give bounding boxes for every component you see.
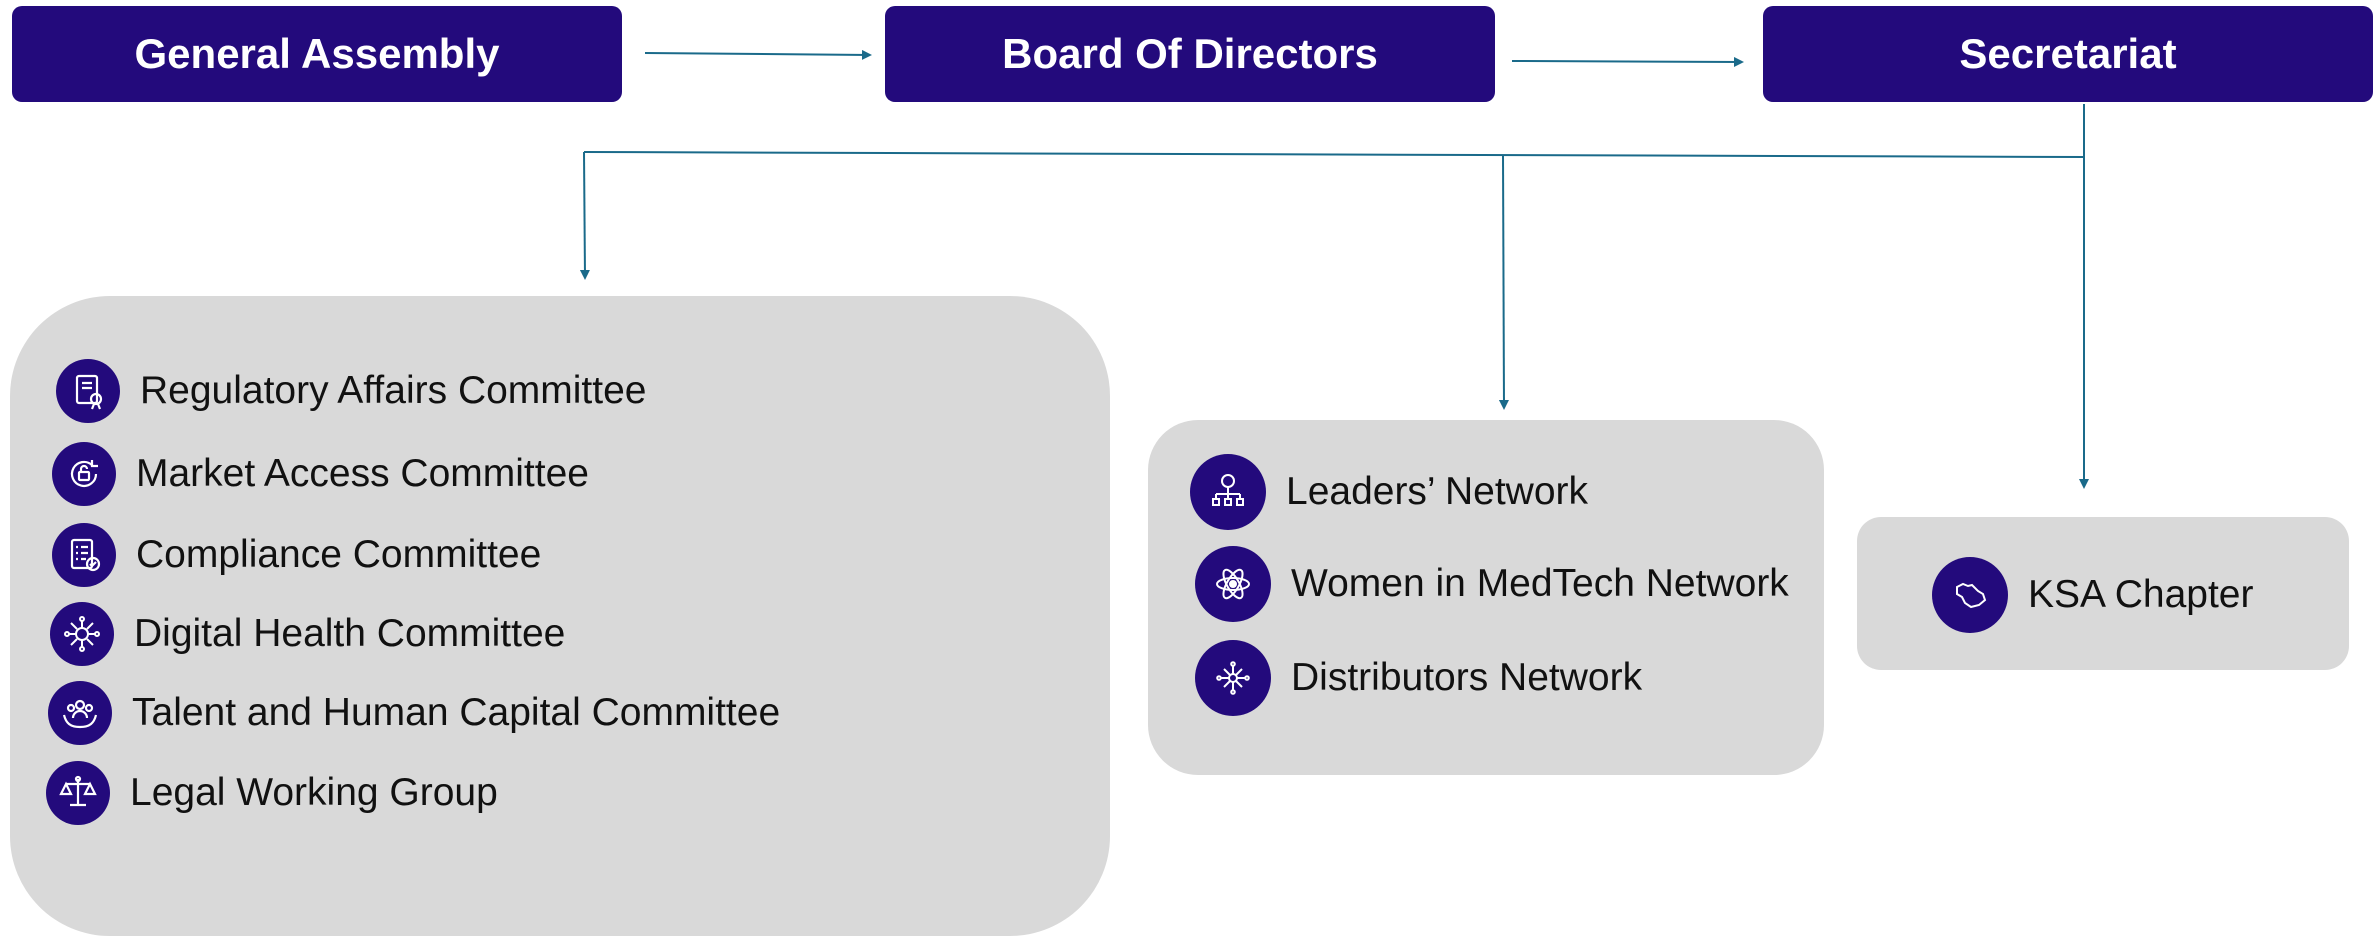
general-assembly-box: General Assembly	[12, 6, 622, 102]
list-item: Distributors Network	[1195, 640, 1642, 716]
secretariat-label: Secretariat	[1959, 30, 2177, 77]
arrow-ga-to-bod	[644, 49, 872, 60]
committee-label: Legal Working Group	[130, 771, 498, 814]
list-item: Regulatory Affairs Committee	[56, 359, 647, 423]
network-label: Distributors Network	[1291, 656, 1643, 699]
board-of-directors-box: Board Of Directors	[885, 6, 1495, 102]
committee-label: Market Access Committee	[136, 452, 589, 495]
checklist-icon	[52, 523, 116, 587]
people-hands-icon	[48, 681, 112, 745]
committee-label: Digital Health Committee	[134, 612, 566, 655]
saudi-map-icon	[1932, 557, 2008, 633]
list-item: Digital Health Committee	[50, 602, 565, 666]
network-label: Women in MedTech Network	[1291, 562, 1789, 605]
atom-icon	[1195, 546, 1271, 622]
org-chart-icon	[1190, 454, 1266, 530]
list-item: Market Access Committee	[52, 442, 589, 506]
list-item: Legal Working Group	[46, 761, 498, 825]
network-label: Leaders’ Network	[1286, 470, 1589, 513]
hub-network-icon	[1195, 640, 1271, 716]
arrow-bod-to-sec	[1511, 56, 1744, 67]
branch-to-networks	[1498, 154, 1509, 410]
list-item: Leaders’ Network	[1190, 454, 1588, 530]
digital-network-icon	[50, 602, 114, 666]
certificate-icon	[56, 359, 120, 423]
list-item: Women in MedTech Network	[1195, 546, 1789, 622]
committee-label: Compliance Committee	[136, 533, 542, 576]
list-item: Compliance Committee	[52, 523, 541, 587]
committee-label: Regulatory Affairs Committee	[140, 369, 647, 412]
committees-panel	[10, 296, 1110, 936]
general-assembly-label: General Assembly	[134, 30, 500, 77]
branch-to-committees	[579, 151, 590, 280]
list-item: Talent and Human Capital Committee	[48, 681, 780, 745]
committee-label: Talent and Human Capital Committee	[132, 691, 781, 734]
board-of-directors-label: Board Of Directors	[1002, 30, 1378, 77]
connector-lines	[579, 49, 2089, 489]
scales-icon	[46, 761, 110, 825]
unlock-cycle-icon	[52, 442, 116, 506]
secretariat-box: Secretariat	[1763, 6, 2373, 102]
list-item: KSA Chapter	[1932, 557, 2253, 633]
horizontal-branch	[583, 151, 2085, 158]
chapter-label: KSA Chapter	[2028, 573, 2254, 616]
